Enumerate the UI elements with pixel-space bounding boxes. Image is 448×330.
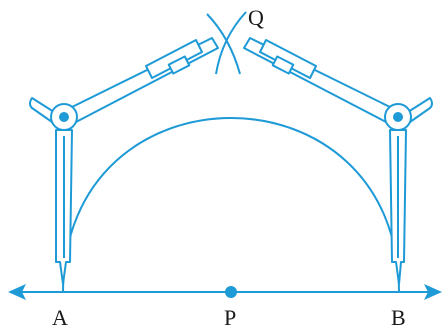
- arrow-left: [8, 284, 26, 300]
- left-compass: [29, 37, 219, 285]
- label-a: A: [52, 305, 68, 330]
- label-p: P: [224, 305, 236, 330]
- arrow-right: [424, 284, 442, 300]
- right-compass-handle: [407, 97, 433, 123]
- semicircle-arc: [62, 117, 400, 293]
- point-p: [225, 286, 237, 298]
- left-compass-clamp: [167, 55, 191, 75]
- right-compass: [243, 37, 433, 285]
- left-compass-pencil: [145, 39, 203, 79]
- compass-icon: [59, 112, 69, 122]
- left-compass-handle: [29, 97, 55, 123]
- arc-from-b: [215, 11, 247, 75]
- right-compass-pencil: [259, 39, 317, 79]
- right-compass-clamp: [271, 55, 295, 75]
- label-b: B: [391, 305, 406, 330]
- compass-icon: [393, 112, 403, 122]
- intersection-arcs: [206, 11, 247, 75]
- label-q: Q: [248, 5, 264, 30]
